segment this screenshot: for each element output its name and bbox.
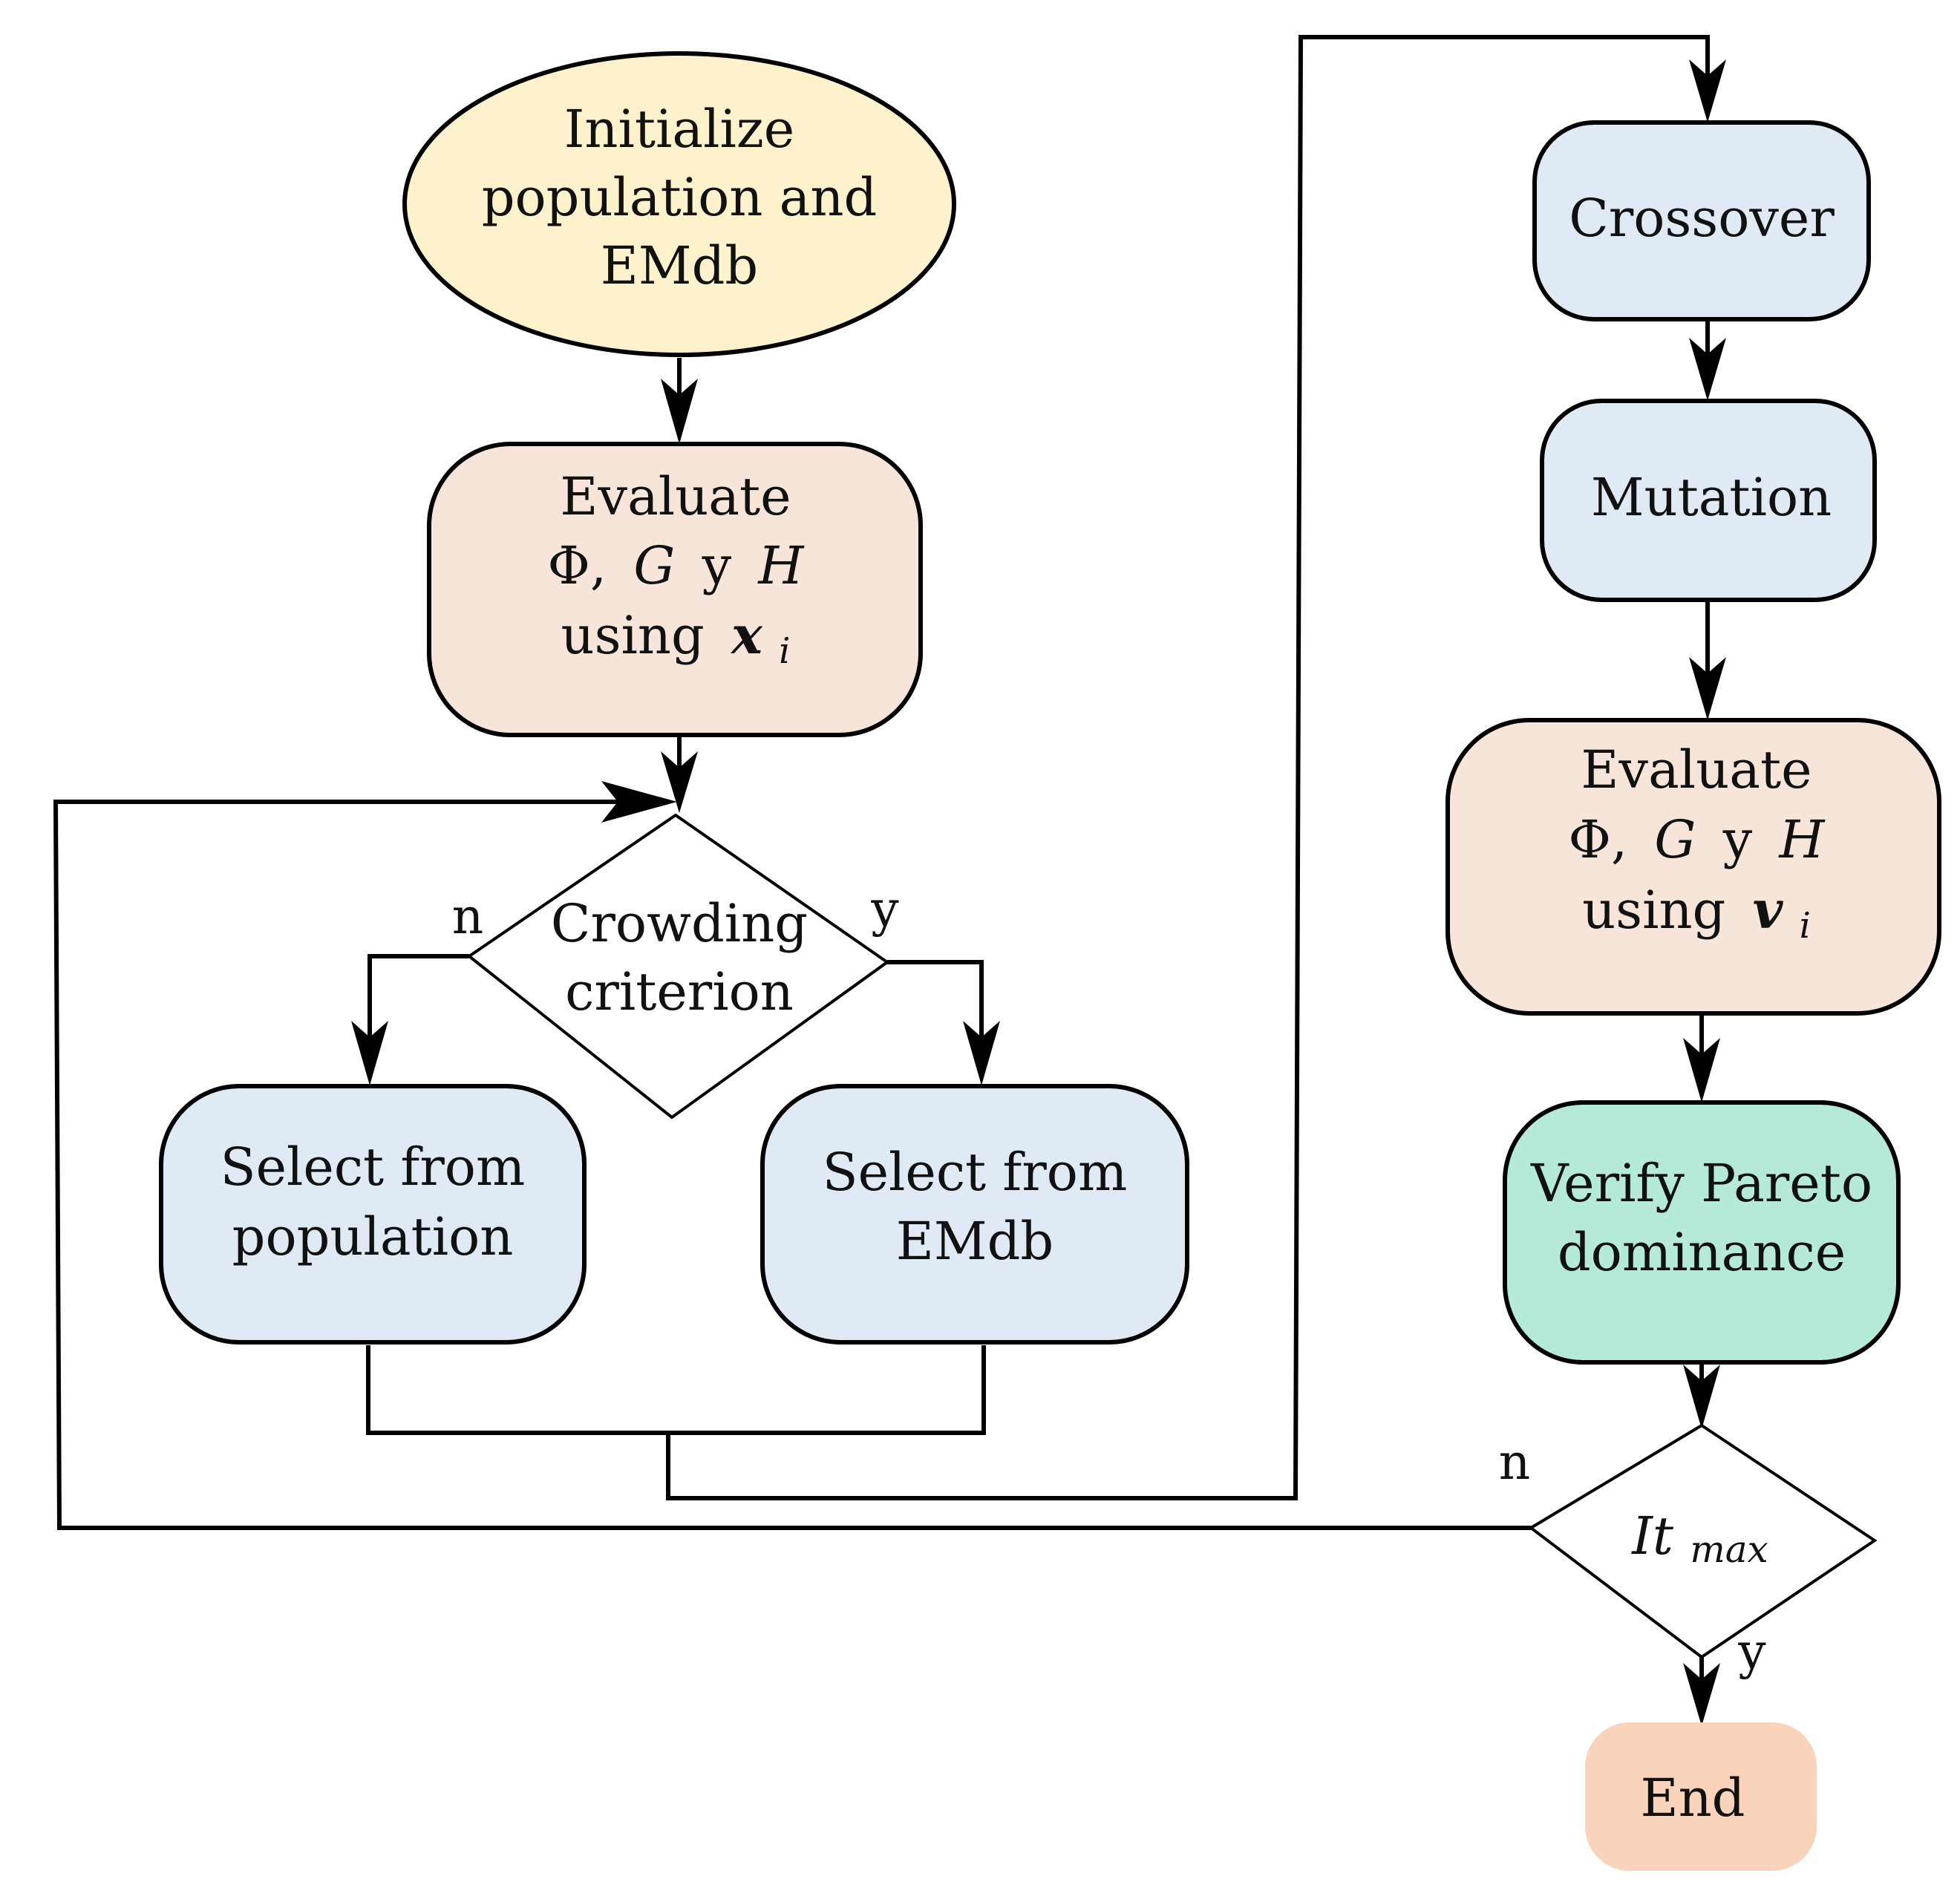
v-subscript: i [1800, 905, 1811, 947]
evaluate-v-line2: Φ, G y H [1569, 809, 1826, 870]
v-vector: v [1753, 879, 1784, 941]
select-emdb-box [760, 1084, 1189, 1344]
h-symbol: H [757, 535, 805, 596]
itmax-label: It max [1630, 1506, 1768, 1571]
arrowhead-loop-into-crowding [601, 781, 677, 823]
g-symbol: G [1654, 809, 1696, 870]
evaluate-x-line3: using x i [561, 604, 791, 672]
node-select-emdb: Select from EMdb [760, 1084, 1189, 1344]
node-crowding-criterion: Crowding criterion n y [452, 813, 899, 1120]
edge-itmax-loop-back [53, 800, 1531, 1530]
select-emdb-line1: Select from [823, 1142, 1128, 1203]
node-evaluate-v: Evaluate Φ, G y H using v i [1446, 718, 1941, 1016]
edge-crowding-no [368, 954, 469, 1047]
node-mutation: Mutation [1540, 399, 1877, 602]
verify-line1: Verify Pareto [1530, 1153, 1872, 1214]
end-box [1585, 1722, 1817, 1871]
node-evaluate-x: Evaluate Φ, G y H using x i [427, 442, 923, 737]
edge-merge-to-crossover [666, 35, 1710, 1500]
evaluate-x-box [427, 442, 923, 737]
node-select-population: Select from population [159, 1084, 587, 1344]
crowding-line2: criterion [565, 961, 794, 1022]
arrowhead-mutation [1689, 338, 1726, 401]
itmax-diamond [1528, 1423, 1878, 1659]
x-vector: x [730, 604, 763, 666]
mutation-box [1540, 399, 1877, 602]
crowding-line1: Crowding [551, 893, 808, 954]
evaluate-x-line2: Φ, G y H [548, 535, 806, 596]
arrowhead-crowding-top [661, 751, 698, 813]
arrowhead-evaluate [661, 379, 698, 444]
phi-symbol: Φ, [548, 535, 607, 596]
evaluate-v-box [1446, 718, 1941, 1016]
itmax-no-label: n [1499, 1434, 1531, 1491]
init-label-line2: population and [482, 167, 878, 228]
arrowhead-verify [1683, 1038, 1720, 1102]
select-pop-line1: Select from [220, 1137, 526, 1198]
init-label-line1: Initialize [564, 99, 794, 160]
using-word: using [1582, 880, 1725, 941]
y-word: y [1722, 809, 1753, 870]
edge-select-pop-down [366, 1345, 986, 1435]
node-itmax-decision: It max n y [1499, 1423, 1878, 1680]
crossover-box [1532, 120, 1871, 321]
crossover-label: Crossover [1569, 188, 1835, 249]
arrowhead-end [1683, 1663, 1720, 1726]
arrowhead-select-emdb [963, 1021, 1000, 1085]
h-symbol: H [1777, 809, 1826, 870]
node-initialize: Initialize population and EMdb [402, 51, 956, 357]
arrowhead-crossover [1689, 59, 1726, 122]
arrowhead-evaluate-v [1689, 657, 1726, 720]
itmax-main: It [1630, 1506, 1674, 1566]
edge-crowding-yes [887, 960, 984, 1047]
node-end: End [1585, 1722, 1817, 1871]
crowding-no-label: n [452, 888, 484, 945]
arrowhead-select-pop [351, 1021, 388, 1085]
phi-symbol: Φ, [1569, 809, 1628, 870]
select-pop-line2: population [232, 1206, 514, 1267]
y-word: y [702, 535, 732, 596]
ellipse-shape [402, 51, 956, 357]
x-subscript: i [779, 630, 790, 672]
init-label-line3: EMdb [601, 235, 758, 296]
arrowhead-itmax [1683, 1365, 1720, 1429]
select-emdb-line2: EMdb [896, 1211, 1054, 1272]
evaluate-x-line1: Evaluate [560, 466, 791, 527]
itmax-sub: max [1690, 1528, 1768, 1571]
end-label: End [1641, 1768, 1745, 1829]
using-word: using [561, 605, 705, 666]
evaluate-v-line1: Evaluate [1581, 739, 1812, 800]
node-crossover: Crossover [1532, 120, 1871, 321]
itmax-yes-label: y [1737, 1623, 1766, 1680]
verify-box [1503, 1100, 1901, 1365]
select-pop-box [159, 1084, 587, 1344]
mutation-label: Mutation [1591, 467, 1832, 528]
crowding-diamond [466, 813, 890, 1120]
node-verify-pareto: Verify Pareto dominance [1503, 1100, 1901, 1365]
verify-line2: dominance [1558, 1222, 1846, 1283]
crowding-yes-label: y [870, 880, 899, 938]
evaluate-v-line3: using v i [1582, 879, 1811, 947]
connectors [53, 35, 1726, 1726]
g-symbol: G [633, 535, 675, 596]
